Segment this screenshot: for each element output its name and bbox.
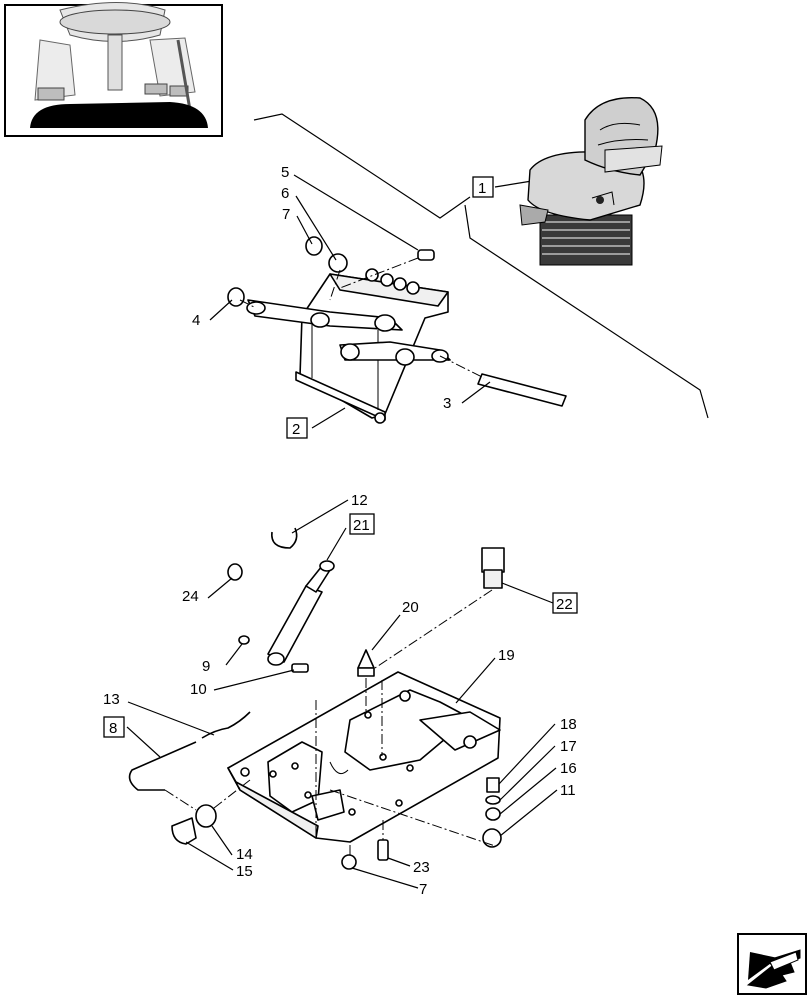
hook-8-icon xyxy=(128,741,197,791)
callout-6: 6 xyxy=(281,185,289,202)
tractor-seat-icon xyxy=(519,96,663,266)
cap-7b-icon xyxy=(341,854,357,870)
bolt-23-icon xyxy=(377,839,389,861)
callout-leaders xyxy=(126,174,558,889)
callout-7-bottom: 7 xyxy=(419,881,427,898)
callout-5: 5 xyxy=(281,164,289,181)
top-small-parts xyxy=(227,236,567,407)
buffer-11-icon xyxy=(482,828,502,848)
spring-13-icon xyxy=(201,711,251,739)
bolt-10-icon xyxy=(291,663,309,673)
callout-4: 4 xyxy=(192,312,200,329)
buffer-22-icon xyxy=(481,547,505,589)
callout-7-top: 7 xyxy=(282,206,290,223)
callout-box-1 xyxy=(472,176,494,198)
tractor-pedals-thumbnail-icon xyxy=(30,2,208,128)
nut-16-icon xyxy=(485,807,501,821)
clip-12-icon xyxy=(271,527,298,549)
bolt-18-icon xyxy=(486,777,500,793)
callout-box-8 xyxy=(103,716,125,738)
washer-9-icon xyxy=(238,635,250,645)
bushing-15-icon xyxy=(171,817,197,845)
guide-20-icon xyxy=(357,649,375,677)
callout-8: 8 xyxy=(109,720,117,737)
gas-spring xyxy=(267,560,335,666)
callout-box-22 xyxy=(552,592,578,614)
callout-15: 15 xyxy=(236,863,253,880)
callout-10: 10 xyxy=(190,681,207,698)
washer-17-icon xyxy=(485,795,501,805)
base-plate xyxy=(227,671,501,843)
bushing-14-icon xyxy=(195,804,217,828)
callout-2: 2 xyxy=(292,421,300,438)
callout-20: 20 xyxy=(402,599,419,616)
callout-3: 3 xyxy=(443,395,451,412)
callout-16: 16 xyxy=(560,760,577,777)
callout-box-21 xyxy=(349,513,375,535)
callout-9: 9 xyxy=(202,658,210,675)
thumbnail-frame[interactable] xyxy=(4,2,223,137)
bushing-4-icon xyxy=(227,287,245,307)
callout-24: 24 xyxy=(182,588,199,605)
centerlines-bottom xyxy=(164,589,496,855)
callout-22: 22 xyxy=(556,596,573,613)
callout-17: 17 xyxy=(560,738,577,755)
bottom-small-parts xyxy=(128,527,505,870)
callout-19: 19 xyxy=(498,647,515,664)
callout-1: 1 xyxy=(478,180,486,197)
cap-24-icon xyxy=(227,563,243,581)
callout-box-2 xyxy=(286,417,308,439)
callout-11: 11 xyxy=(560,782,576,799)
callout-23: 23 xyxy=(413,859,430,876)
callout-labels: 1 2 3 4 5 6 7 8 9 10 11 12 13 14 15 16 1… xyxy=(103,164,578,898)
callout-12: 12 xyxy=(351,492,368,509)
next-page-arrow-icon[interactable] xyxy=(737,933,807,995)
bushing-7-icon xyxy=(305,236,323,256)
rod-3-icon xyxy=(477,373,567,407)
callout-21: 21 xyxy=(353,517,370,534)
callout-14: 14 xyxy=(236,846,253,863)
callout-13: 13 xyxy=(103,691,120,708)
bolt-5-icon xyxy=(417,249,435,261)
callout-18: 18 xyxy=(560,716,577,733)
spacer-6-icon xyxy=(328,253,348,273)
upper-seat-frame xyxy=(246,268,451,424)
